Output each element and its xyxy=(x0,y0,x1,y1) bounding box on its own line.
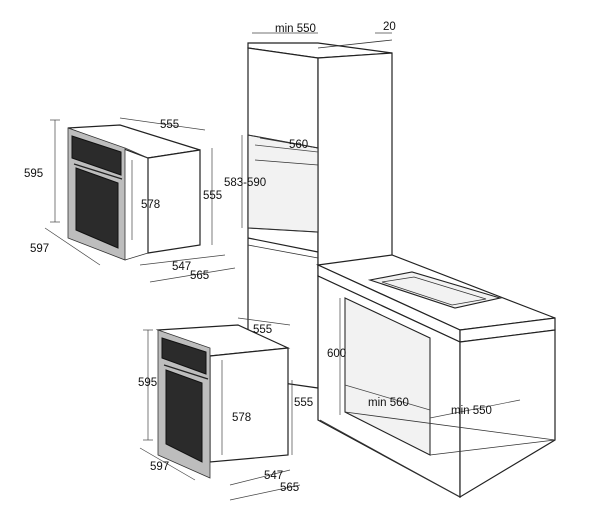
oven2-door-glass xyxy=(165,369,203,463)
column-side-depth-label: 555 xyxy=(294,397,313,409)
oven1-side-face xyxy=(147,149,201,254)
oven-top-left xyxy=(67,124,201,261)
oven1-depth-label: 555 xyxy=(160,119,179,131)
oven2-width-label: 597 xyxy=(150,461,169,473)
column-min-width-label: min 550 xyxy=(275,23,316,35)
column-niche-height-label: 583-590 xyxy=(224,177,266,189)
hob-cutout xyxy=(367,271,503,309)
oven1-side-height-label: 555 xyxy=(203,190,222,202)
oven1-height-label: 595 xyxy=(24,168,43,180)
oven2-width-top-label: 555 xyxy=(253,324,272,336)
oven2-depth-565-label: 565 xyxy=(280,482,299,494)
column-side-face xyxy=(317,52,393,269)
tall-column-cabinet xyxy=(247,39,393,389)
dimension-labels: 595 597 555 578 555 547 565 min 550 20 5… xyxy=(24,21,492,494)
base-unit-min-depth-label: min 550 xyxy=(451,405,492,417)
base-kitchen-unit xyxy=(315,254,556,499)
oven1-door-glass xyxy=(75,167,119,249)
oven1-control-panel xyxy=(71,135,122,176)
oven1-width-label: 597 xyxy=(30,243,49,255)
dimension-lines xyxy=(44,32,521,501)
oven2-inner-height-label: 578 xyxy=(232,412,251,424)
oven2-depth-547-label: 547 xyxy=(264,470,283,482)
column-gap-label: 20 xyxy=(383,21,396,33)
oven1-depth-547-label: 547 xyxy=(172,261,191,273)
oven2-control-panel xyxy=(161,337,207,375)
column-niche-width-label: 560 xyxy=(289,139,308,151)
oven1-inner-height-label: 578 xyxy=(141,199,160,211)
oven1-depth-565-label: 565 xyxy=(190,270,209,282)
oven-bottom xyxy=(155,324,291,479)
base-unit-min-width-label: min 560 xyxy=(368,397,409,409)
base-unit-height-label: 600 xyxy=(327,348,346,360)
oven2-height-label: 595 xyxy=(138,377,157,389)
